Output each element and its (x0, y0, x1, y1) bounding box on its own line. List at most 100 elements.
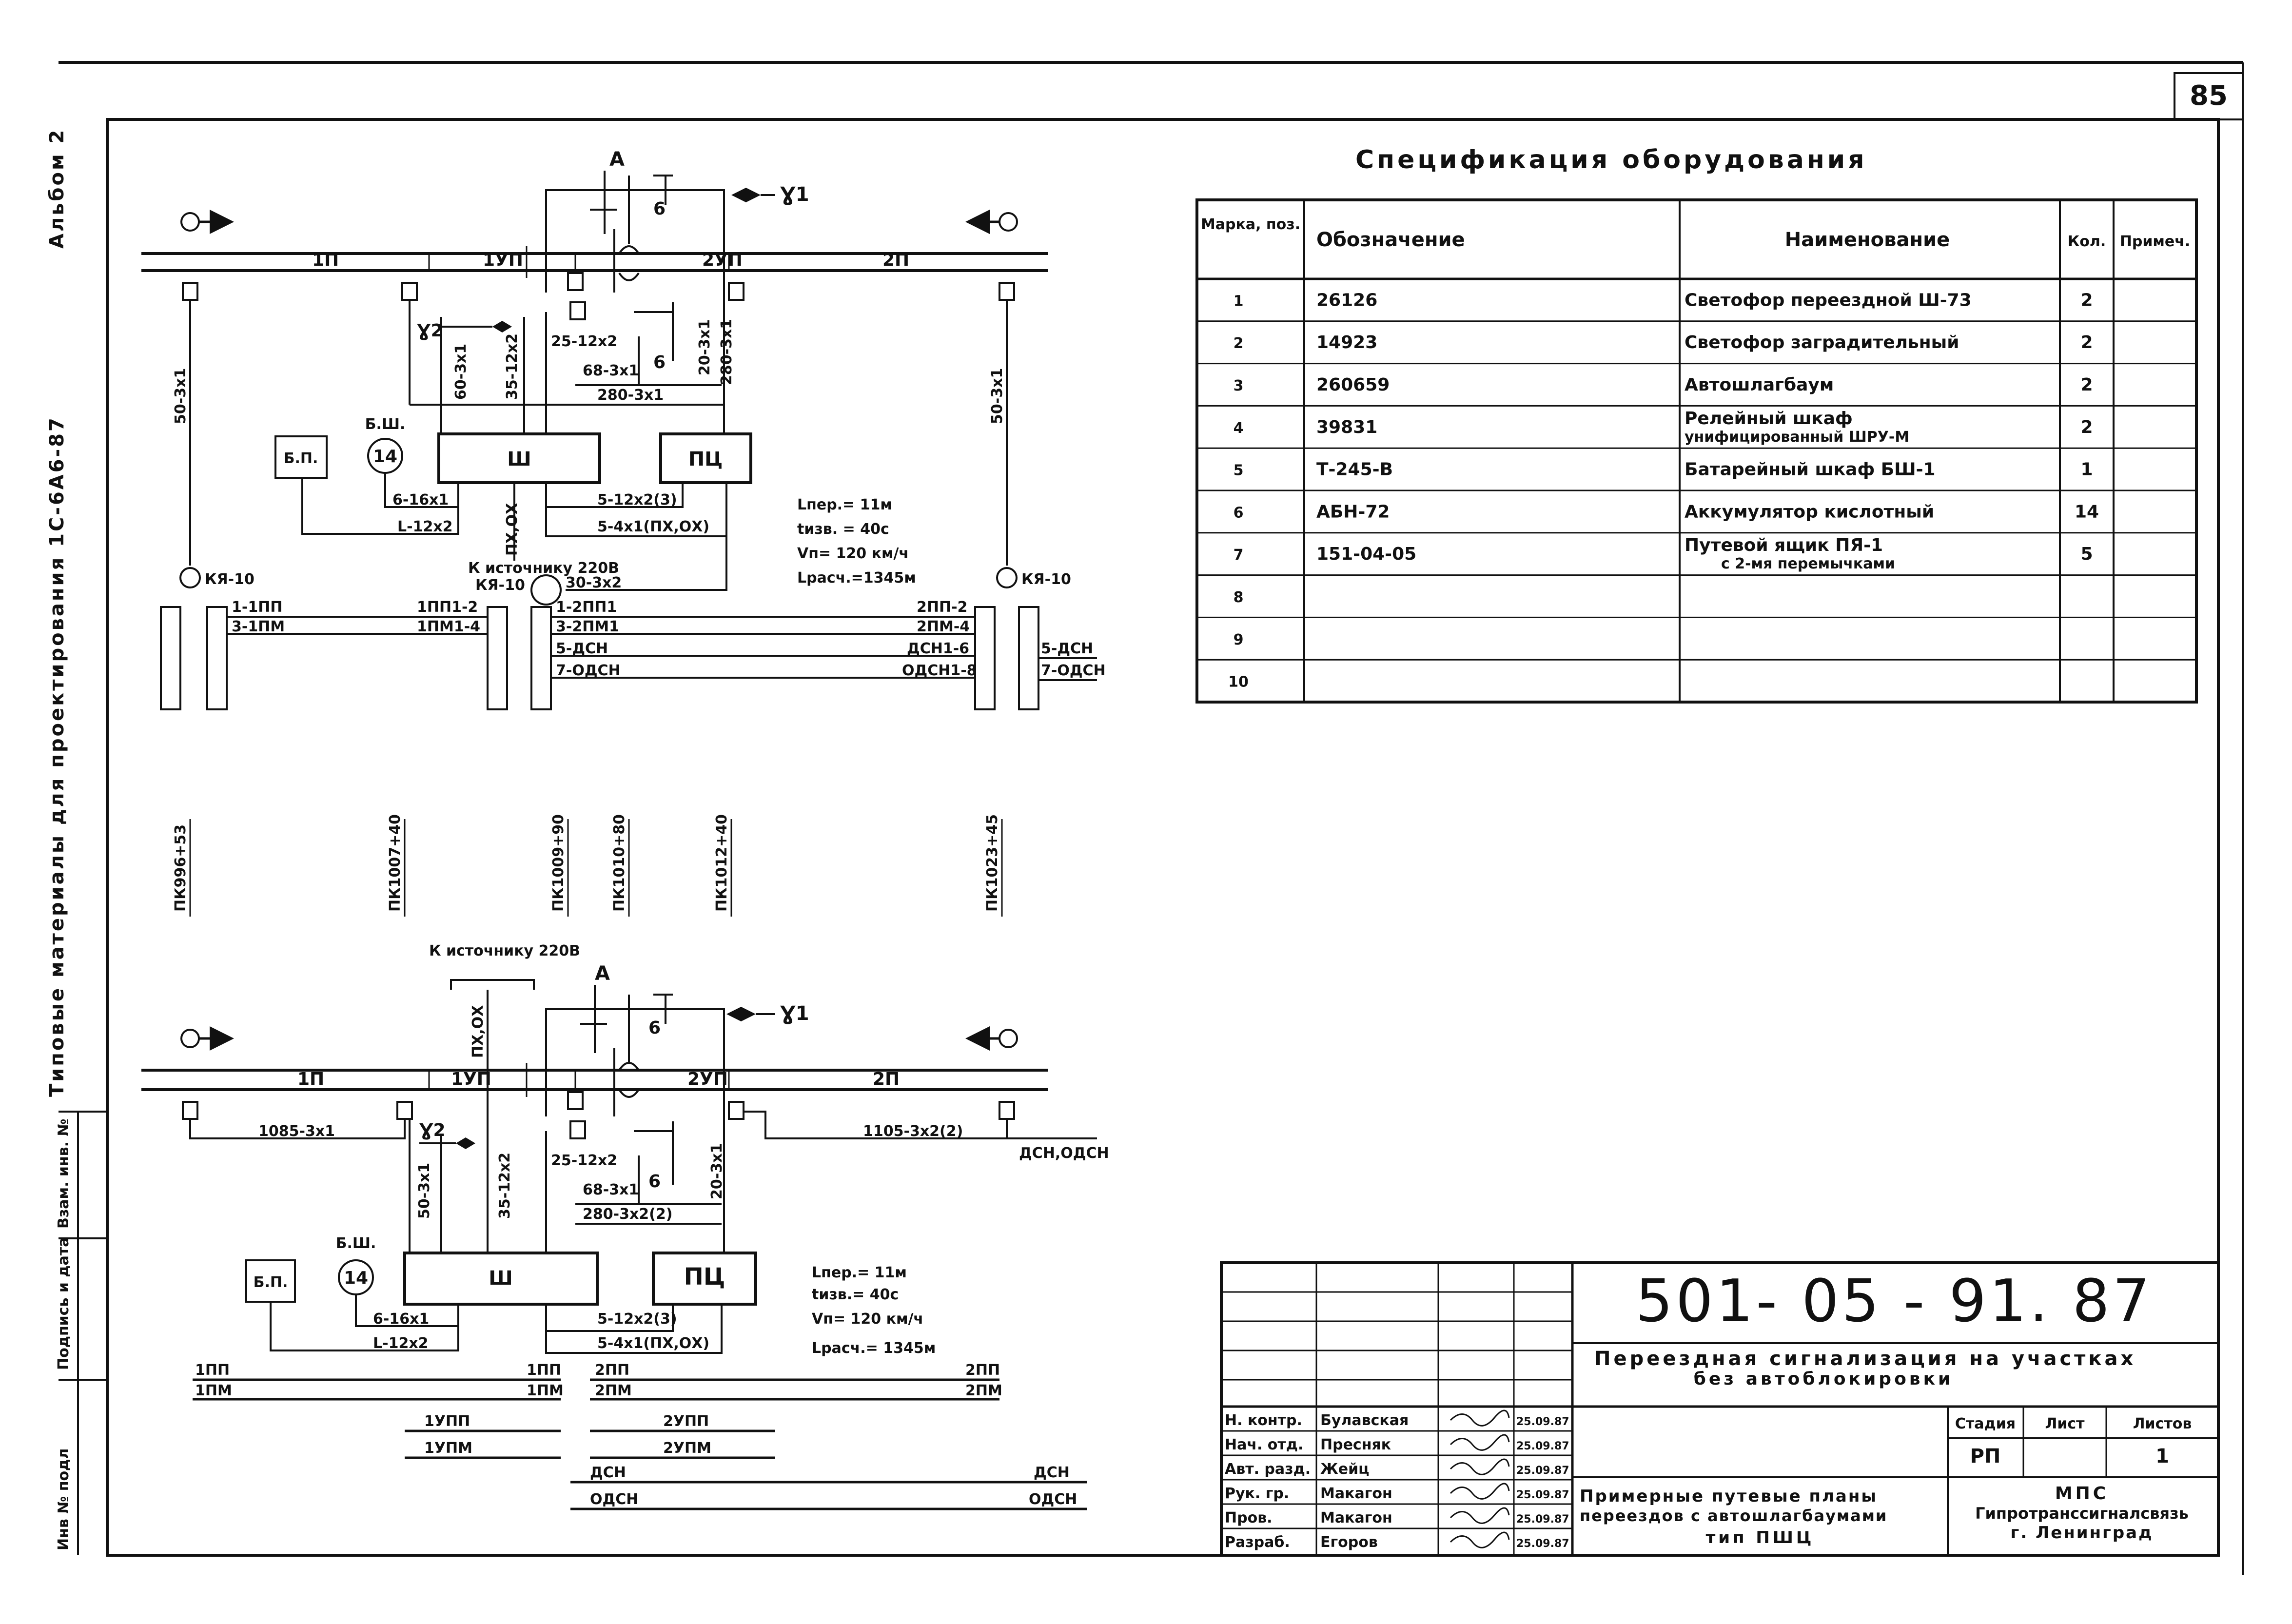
circ-odsn-l: ОДСН (590, 1491, 638, 1508)
tb-date: 25.09.87 (1516, 1465, 1569, 1477)
spec-row-name: Путевой ящик ПЯ-1 (1685, 535, 1883, 555)
picket-label: ПК1007+40 (387, 814, 404, 912)
spec-row-pos: 8 (1234, 589, 1244, 606)
cable2-68: 68-3х1 (583, 1181, 639, 1198)
spec-row-code: 14923 (1316, 333, 1377, 352)
kya-right-icon (996, 567, 1018, 588)
sheet-label: Лист (2045, 1415, 2085, 1432)
tb-date: 25.09.87 (1516, 1513, 1569, 1526)
left-margin: Альбом 2 Типовые материалы для проектиро… (46, 128, 107, 1555)
spec-row-code: АБН-72 (1316, 502, 1390, 522)
spec-row-pos: 3 (1234, 377, 1244, 394)
term-5-dsn-r: 5-ДСН (1041, 640, 1093, 657)
cable-20: 20-3х1 (696, 319, 713, 375)
signal-gamma2-icon (439, 321, 512, 333)
spec-row-qty: 2 (2080, 290, 2093, 310)
signal-gamma2-label: Ɣ2 (417, 321, 443, 341)
track-plan-1: 1П 1УП 2УП 2П А 6 Ɣ1 (141, 148, 1106, 917)
term-5-dsn: 5-ДСН (556, 640, 608, 657)
tb-role: Разраб. (1225, 1534, 1290, 1551)
org: МПС (2055, 1484, 2109, 1504)
term-3-1pm: 3-1ПМ (232, 618, 285, 635)
tb-date: 25.09.87 (1516, 1489, 1569, 1501)
cable2-px-ox: ПХ,ОХ (470, 1005, 487, 1058)
cable-25: 25-12х2 (551, 333, 617, 350)
term-1-2pp1: 1-2ПП1 (556, 599, 617, 616)
cable-l-12: L-12х2 (397, 518, 453, 535)
spec-row-pos: 2 (1234, 335, 1244, 352)
cabinet-pts-label: ПЦ (688, 448, 723, 470)
signature-scribble (1450, 1483, 1510, 1500)
tb-name: Макагон (1320, 1509, 1392, 1526)
sheet-frame (59, 61, 2244, 1575)
circ-2pp-r: 2ПП (965, 1362, 1000, 1379)
source-label: К источнику 220В (468, 560, 619, 577)
signature-scribble (1450, 1434, 1510, 1451)
doc-number: 501- 05 - 91. 87 (1636, 1268, 2153, 1335)
spec-row-pos: 6 (1234, 504, 1244, 521)
track2-1up: 1УП (451, 1069, 491, 1089)
spec-row-name: Светофор заградительный (1685, 333, 1959, 352)
circ-1upm: 1УПМ (424, 1440, 472, 1457)
sheet-title-2: переездов с автошлагбаумами (1580, 1507, 1887, 1525)
picket-label: ПК996+53 (172, 824, 189, 912)
direction-right-icon (965, 210, 1018, 234)
spec-row-pos: 5 (1234, 462, 1244, 479)
battery-cabinet-label: Б.П. (284, 450, 318, 467)
term-1-1pp: 1-1ПП (232, 599, 282, 616)
spec-row-pos: 7 (1234, 547, 1244, 564)
spec-table: Спецификация оборудования Марка, поз. Об… (1195, 145, 2198, 704)
tb-name: Макагон (1320, 1485, 1392, 1502)
cable2-1105: 1105-3х2(2) (863, 1123, 963, 1140)
gate2-distance-2: 6 (648, 1172, 661, 1192)
stage-label: Стадия (1955, 1415, 2016, 1432)
circ-2upm: 2УПМ (663, 1440, 711, 1457)
cable-5-12: 5-12х2(3) (597, 491, 677, 509)
signal2-gamma2-label: Ɣ2 (419, 1120, 446, 1140)
tb-role: Пров. (1225, 1509, 1273, 1526)
margin-stamp-1: Инв № подл (55, 1448, 72, 1550)
sheet-title-3: тип ПШЦ (1706, 1528, 1815, 1547)
battery2-count: 14 (344, 1268, 368, 1288)
term-1pp1-2: 1ПП1-2 (417, 599, 478, 616)
gate-distance-1: 6 (653, 199, 666, 219)
tb-name: Жейц (1320, 1461, 1369, 1478)
spec-row-qty: 5 (2080, 544, 2093, 564)
spec-row-name: Светофор переездной Ш-73 (1685, 290, 1972, 310)
spec-row-name: Батарейный шкаф БШ-1 (1685, 460, 1936, 480)
signature-scribble (1450, 1531, 1510, 1548)
cable-30: 30-3х2 (566, 574, 622, 591)
term-odsn1-8: ОДСН1-8 (902, 662, 977, 679)
relay2-cabinet-sh (403, 1252, 599, 1306)
cable-35: 35-12х2 (504, 333, 521, 400)
spec-row-qty: 2 (2080, 375, 2093, 395)
cable-68: 68-3х1 (583, 362, 639, 379)
circ-2pm-r: 2ПМ (965, 1382, 1002, 1399)
circ-1pp-r: 1ПП (527, 1362, 561, 1379)
track2-2p: 2П (873, 1069, 900, 1089)
project-title-2: без автоблокировки (1694, 1369, 1954, 1389)
circ-1pm-l: 1ПМ (195, 1382, 232, 1399)
cable-px-ox: ПХ,ОХ (504, 503, 521, 556)
spec-header-name: Наименование (1785, 229, 1950, 251)
cable2-l-12: L-12х2 (373, 1335, 429, 1352)
cable2-280: 280-3х2(2) (583, 1206, 672, 1223)
signature-scribble (1450, 1458, 1510, 1475)
params2-l: Lпер.= 11м (812, 1264, 907, 1281)
sheets-value: 1 (2155, 1445, 2169, 1467)
spec-header-note: Примеч. (2120, 233, 2190, 250)
cabinet2-pts (652, 1252, 757, 1306)
sheets-label: Листов (2133, 1415, 2192, 1432)
spec-row-name2: унифицированный ШРУ-М (1685, 429, 1909, 446)
signal-gamma1-icon (731, 188, 775, 202)
spec-row-code: 26126 (1316, 290, 1377, 310)
track-2p: 2П (882, 250, 909, 270)
track-2up: 2УП (702, 250, 743, 270)
circ-2upp: 2УПП (663, 1413, 709, 1430)
kya-right-label: КЯ-10 (1021, 571, 1071, 588)
track-1p: 1П (312, 250, 339, 270)
battery2-cabinet-label: Б.П. (254, 1274, 288, 1291)
source2-label: К источнику 220В (429, 942, 580, 959)
picket-label: ПК1023+45 (984, 814, 1001, 912)
spec-row-pos: 1 (1234, 293, 1244, 310)
